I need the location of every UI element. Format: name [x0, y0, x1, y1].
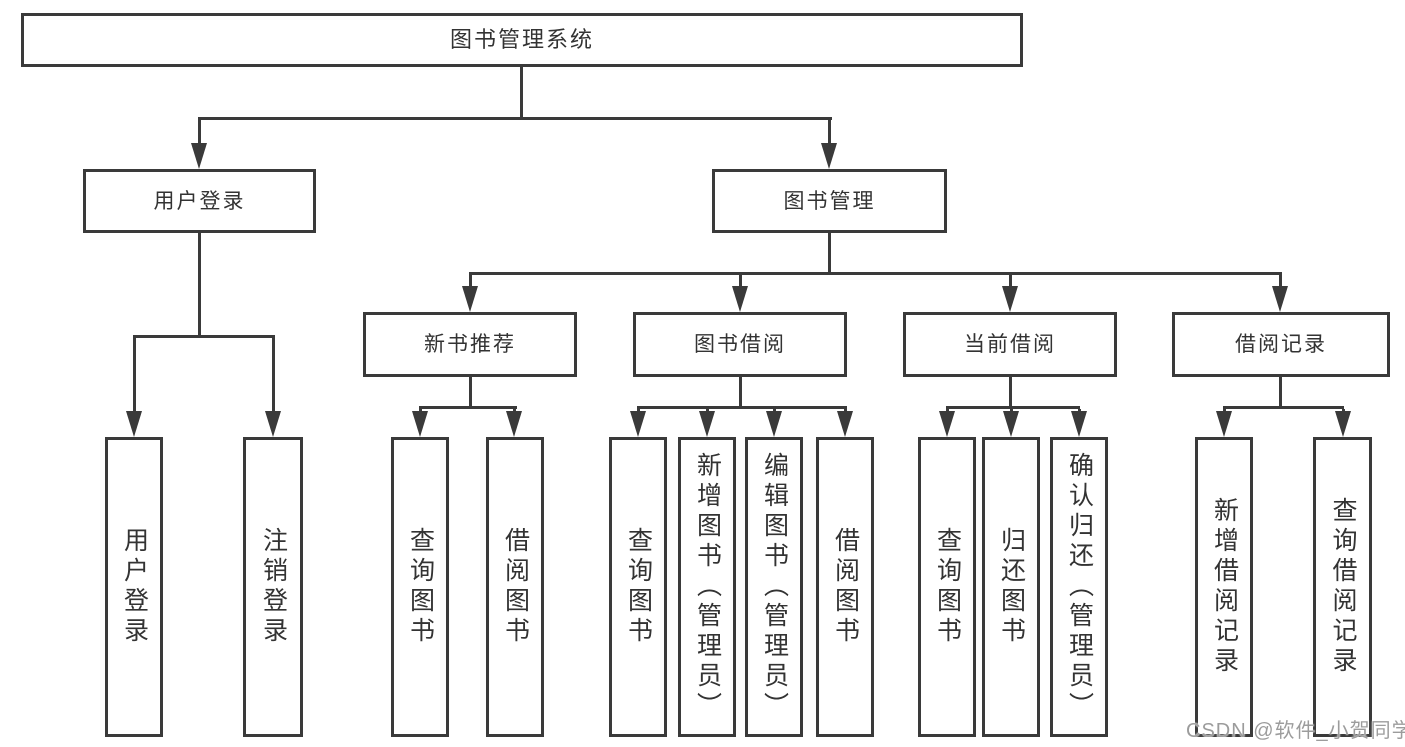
arrow-down-icon [1272, 286, 1288, 312]
arrow-down-icon [821, 143, 837, 169]
leaf-borrow-edit-book-admin: 编辑图书（管理员） [745, 437, 803, 737]
connector-stub [739, 275, 742, 289]
leaf-current-query-book-label: 查询图书 [933, 527, 962, 647]
connector-current-borrow-drop [1009, 377, 1012, 408]
connector-stub [1009, 275, 1012, 289]
arrow-down-icon [506, 411, 522, 437]
arrow-down-icon [126, 411, 142, 437]
connector-level3-bar [469, 272, 1282, 275]
connector-new-book-drop [469, 377, 472, 408]
connector-current-borrow-bar [946, 406, 1080, 409]
connector-borrow-records-drop [1279, 377, 1282, 408]
leaf-records-query-record: 查询借阅记录 [1313, 437, 1372, 737]
leaf-current-return-book: 归还图书 [982, 437, 1040, 737]
arrow-down-icon [191, 143, 207, 169]
connector-user-login-stub [198, 120, 201, 146]
leaf-user-login: 用户登录 [105, 437, 163, 737]
connector-leaf-line [272, 338, 275, 413]
leaf-borrow-add-book-admin: 新增图书（管理员） [678, 437, 736, 737]
arrow-down-icon [1002, 286, 1018, 312]
leaf-records-add-record-label: 新增借阅记录 [1210, 497, 1239, 677]
leaf-borrow-query-book: 查询图书 [609, 437, 667, 737]
connector-level1-bar [198, 117, 832, 120]
node-book-management-label: 图书管理 [783, 189, 876, 213]
leaf-logout: 注销登录 [243, 437, 303, 737]
connector-stub [469, 275, 472, 289]
arrow-down-icon [1003, 411, 1019, 437]
node-book-management: 图书管理 [712, 169, 947, 233]
arrow-down-icon [766, 411, 782, 437]
leaf-current-confirm-return-admin-label: 确认归还（管理员） [1065, 452, 1094, 722]
arrow-down-icon [1216, 411, 1232, 437]
connector-user-login-drop [198, 233, 201, 337]
connector-new-book-bar [419, 406, 517, 409]
node-book-borrow: 图书借阅 [633, 312, 847, 377]
leaf-borrow-borrow-book-label: 借阅图书 [831, 527, 860, 647]
node-user-login-label: 用户登录 [153, 189, 246, 213]
leaf-recommend-query-book-label: 查询图书 [406, 527, 435, 647]
connector-borrow-records-bar [1223, 406, 1344, 409]
leaf-current-query-book: 查询图书 [918, 437, 976, 737]
leaf-user-login-label: 用户登录 [120, 527, 149, 647]
leaf-borrow-add-book-admin-label: 新增图书（管理员） [693, 452, 722, 722]
connector-user-login-bar [133, 335, 275, 338]
arrow-down-icon [412, 411, 428, 437]
arrow-down-icon [699, 411, 715, 437]
leaf-recommend-borrow-book-label: 借阅图书 [501, 527, 530, 647]
node-new-book-recommend-label: 新书推荐 [424, 333, 516, 356]
arrow-down-icon [630, 411, 646, 437]
leaf-records-query-record-label: 查询借阅记录 [1329, 497, 1357, 677]
node-borrow-records: 借阅记录 [1172, 312, 1390, 377]
leaf-recommend-borrow-book: 借阅图书 [486, 437, 544, 737]
node-user-login: 用户登录 [83, 169, 316, 233]
leaf-borrow-edit-book-admin-label: 编辑图书（管理员） [760, 452, 789, 722]
connector-stub [1279, 275, 1282, 289]
arrow-down-icon [732, 286, 748, 312]
connector-book-borrow-drop [739, 377, 742, 408]
connector-leaf-line [133, 338, 136, 413]
arrow-down-icon [462, 286, 478, 312]
connector-book-mgmt-stub [828, 120, 831, 146]
leaf-recommend-query-book: 查询图书 [391, 437, 449, 737]
watermark-text: CSDN @软件_小贺同学 [1186, 720, 1405, 742]
connector-book-mgmt-drop [828, 233, 831, 274]
arrow-down-icon [1071, 411, 1087, 437]
arrow-down-icon [837, 411, 853, 437]
node-borrow-records-label: 借阅记录 [1235, 333, 1327, 356]
leaf-current-return-book-label: 归还图书 [997, 527, 1026, 647]
leaf-records-add-record: 新增借阅记录 [1195, 437, 1253, 737]
node-book-borrow-label: 图书借阅 [694, 333, 786, 356]
node-current-borrow-label: 当前借阅 [964, 333, 1056, 356]
arrow-down-icon [1335, 411, 1351, 437]
node-root-label: 图书管理系统 [449, 27, 594, 52]
node-root: 图书管理系统 [21, 13, 1023, 67]
connector-root-drop [520, 67, 523, 120]
node-new-book-recommend: 新书推荐 [363, 312, 577, 377]
leaf-borrow-query-book-label: 查询图书 [624, 527, 653, 647]
leaf-borrow-borrow-book: 借阅图书 [816, 437, 874, 737]
arrow-down-icon [265, 411, 281, 437]
arrow-down-icon [939, 411, 955, 437]
leaf-current-confirm-return-admin: 确认归还（管理员） [1050, 437, 1108, 737]
node-current-borrow: 当前借阅 [903, 312, 1117, 377]
leaf-logout-label: 注销登录 [259, 527, 288, 647]
connector-book-borrow-bar [637, 406, 847, 409]
